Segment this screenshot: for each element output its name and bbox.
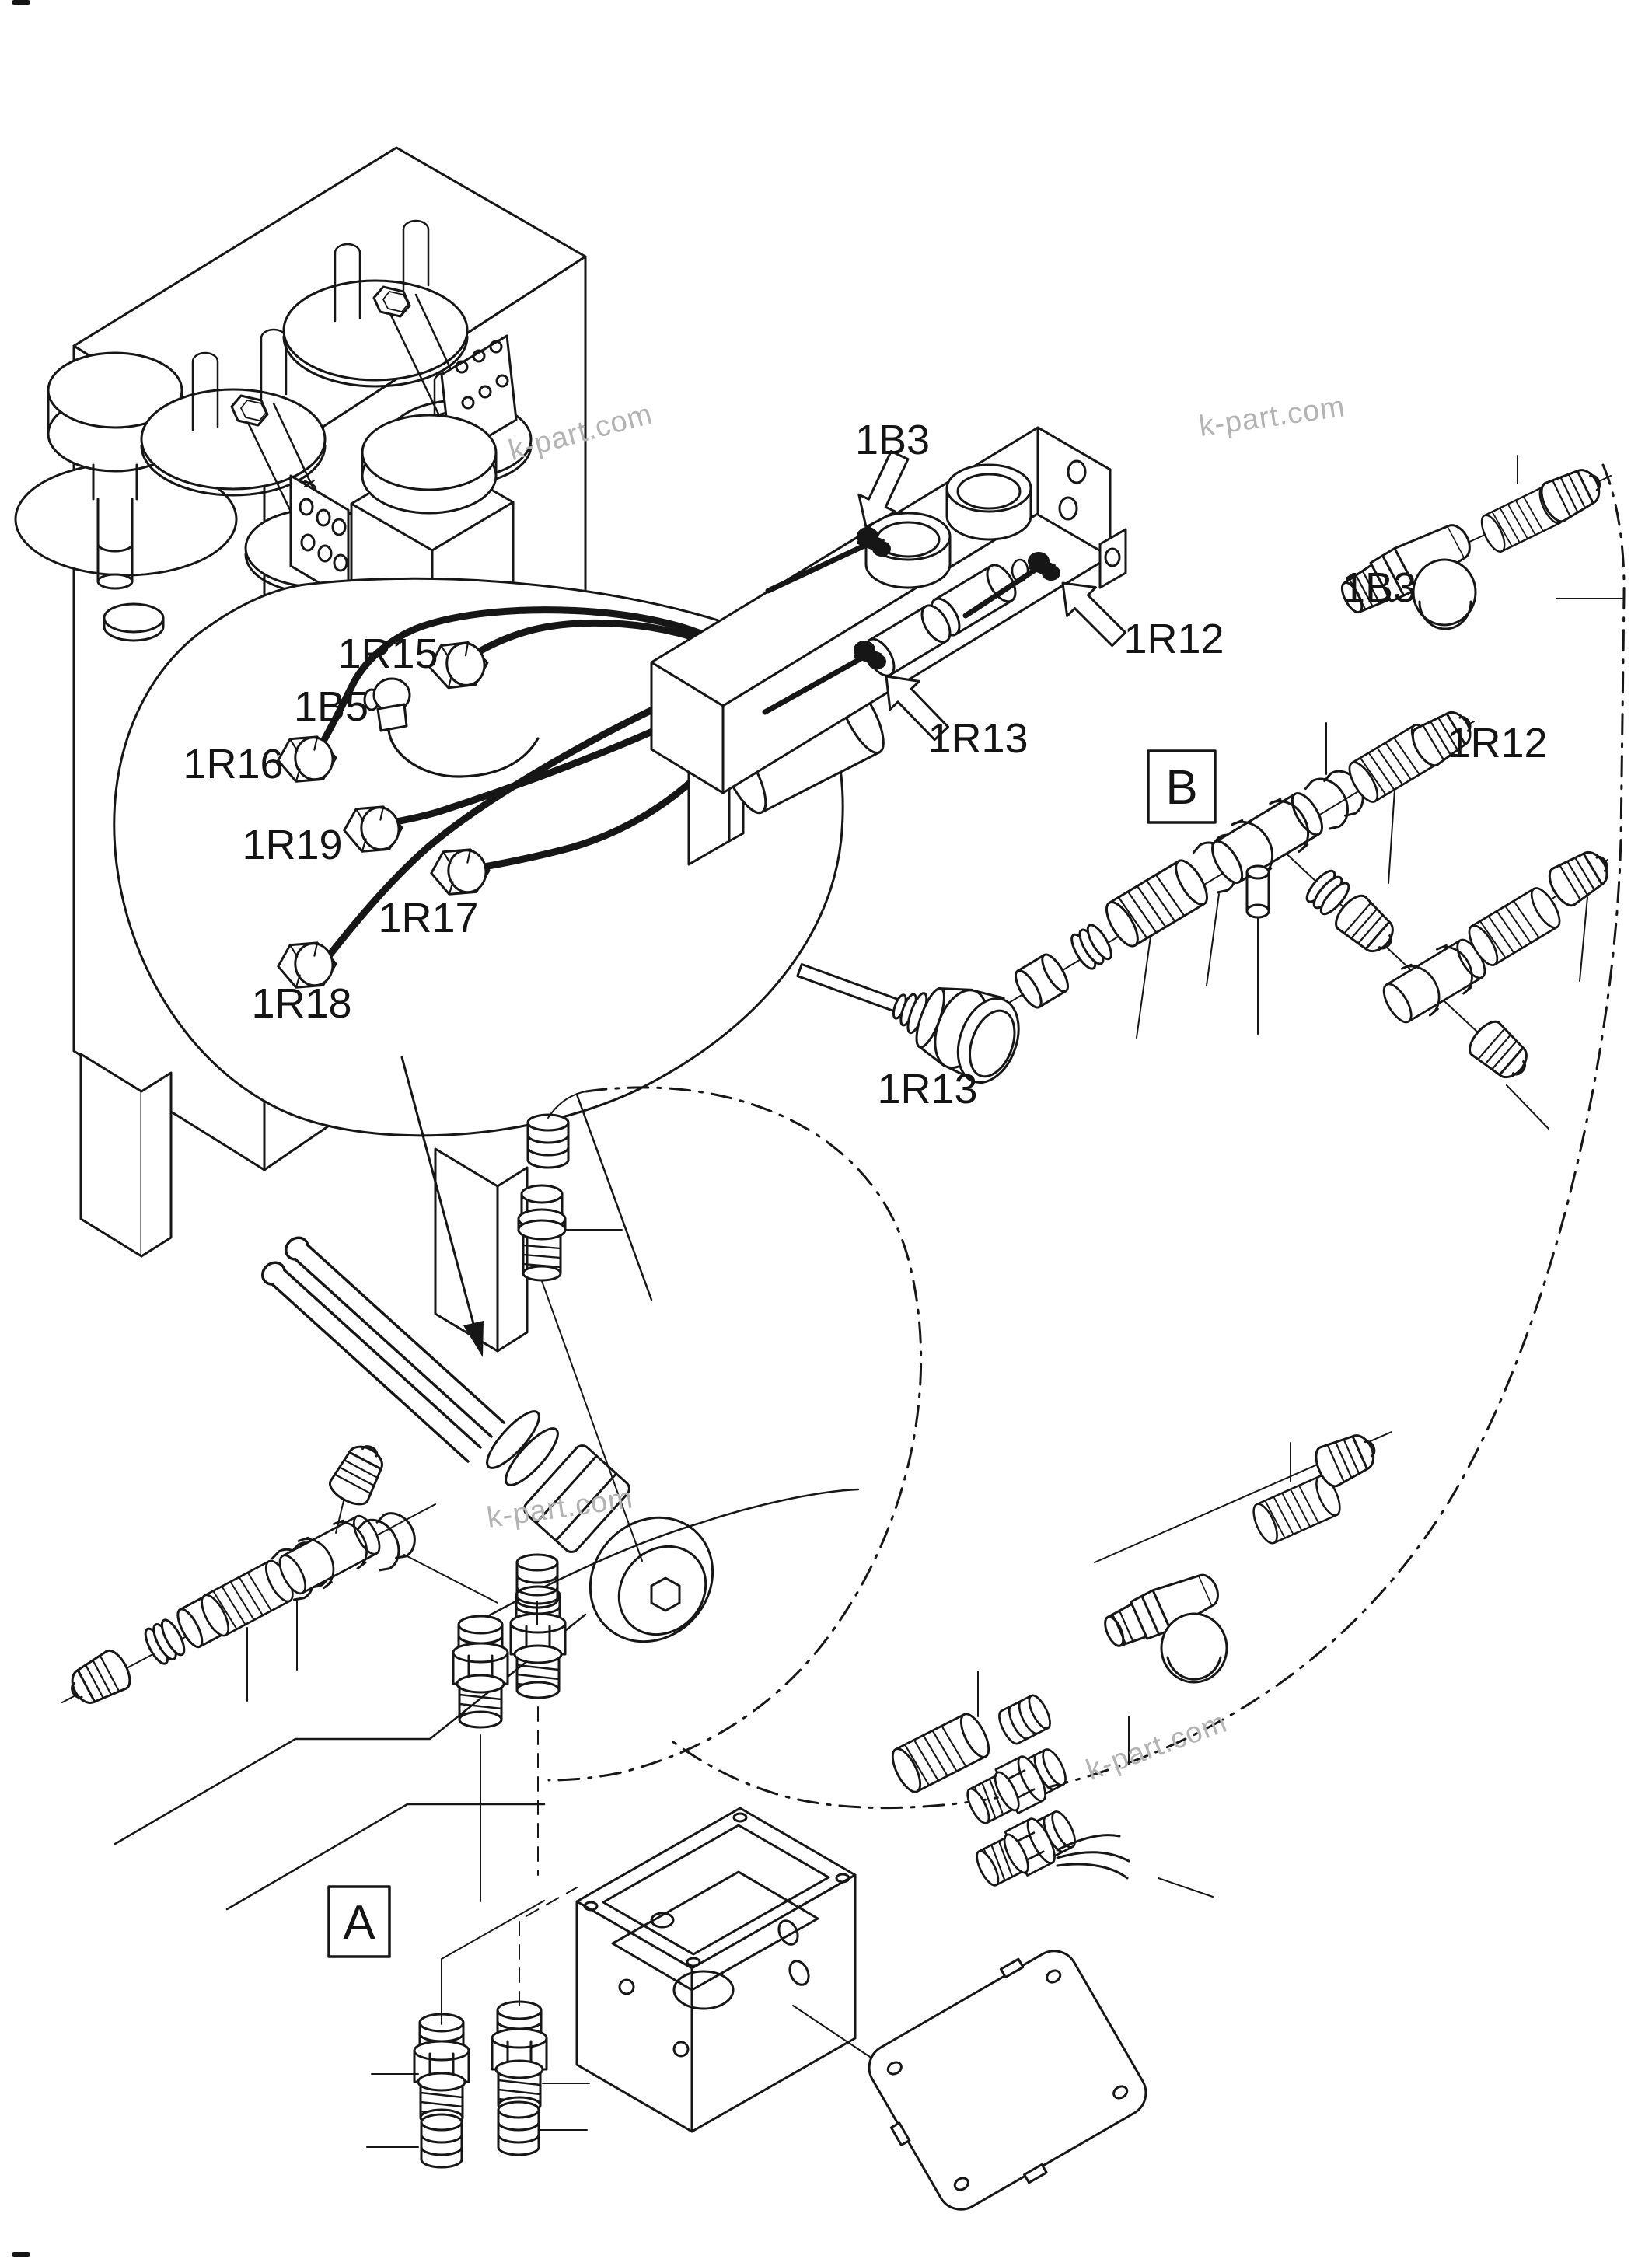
- leader-lines: [1136, 722, 1588, 1130]
- label-1r18: 1R18: [251, 980, 351, 1027]
- label-1r15: 1R15: [337, 630, 438, 677]
- cover-plate: [868, 1950, 1147, 2211]
- probe-1r12: [962, 567, 1037, 619]
- label-1r12-chain: 1R12: [1447, 720, 1547, 766]
- right-gland-chain: [885, 1671, 1214, 1898]
- temp-probe-1r13: [796, 963, 1020, 1084]
- heater-adapter-fitting: [517, 1091, 623, 1282]
- section-label-a: A: [343, 1896, 375, 1950]
- hose-routing: [547, 463, 1626, 1810]
- label-1r12-manifold: 1R12: [1123, 616, 1224, 662]
- arrowhead: [463, 1321, 484, 1357]
- assembly-b: [796, 702, 1618, 1130]
- label-1r17: 1R17: [378, 895, 478, 941]
- probe-1b3: [765, 543, 868, 594]
- tee-assembly-bottom: [1094, 1426, 1392, 1684]
- wire-fork: [1056, 1834, 1130, 1880]
- tee-bottom-stub: [1245, 864, 1270, 1035]
- label-1r19: 1R19: [242, 822, 342, 868]
- heater-element: [261, 1091, 714, 1643]
- section-box-b: [1147, 749, 1217, 824]
- sensor-manifold: [650, 426, 1135, 866]
- label-1r16: 1R16: [183, 741, 283, 787]
- chain-top-branch: [324, 1436, 393, 1534]
- diagram-labels: 1R15 1B5 1R16 1R19 1R17 1R18 1B3 1R12 1R…: [183, 390, 1547, 1950]
- manifold-sensors: [853, 527, 1060, 669]
- label-1b3-tee: 1B3: [1342, 564, 1416, 611]
- tank-port-disc: [103, 602, 165, 634]
- right-chain-leaders: [977, 1671, 1214, 1898]
- mounting-tab: [1098, 528, 1127, 589]
- probe-1r13: [762, 656, 863, 715]
- zigzag-leader-2: [225, 1803, 546, 1911]
- watermark-2: k-part.com: [1197, 390, 1347, 443]
- label-1b3-manifold: 1B3: [855, 417, 930, 463]
- perforated-plate-front: [289, 474, 350, 602]
- diagram-linework: [12, 0, 1626, 2257]
- bubble-pointer-lines: [400, 1056, 653, 1357]
- heater-hex-nut: [523, 1444, 630, 1553]
- chain-leaders: [246, 1554, 498, 1702]
- section-box-a: [327, 1885, 391, 1958]
- section-label-b: B: [1165, 761, 1197, 815]
- hex-socket: [650, 1576, 681, 1612]
- tee-fitting-1b3: [1340, 455, 1612, 630]
- label-1r13-manifold: 1R13: [927, 715, 1028, 762]
- label-1r13-probe: 1R13: [877, 1066, 977, 1112]
- junction-box-a: [366, 1553, 1214, 2211]
- sensor-1b5: [363, 677, 540, 778]
- manifold-rings: [864, 463, 1032, 589]
- label-1b5: 1B5: [294, 683, 368, 730]
- watermark-4: k-part.com: [1082, 1706, 1231, 1787]
